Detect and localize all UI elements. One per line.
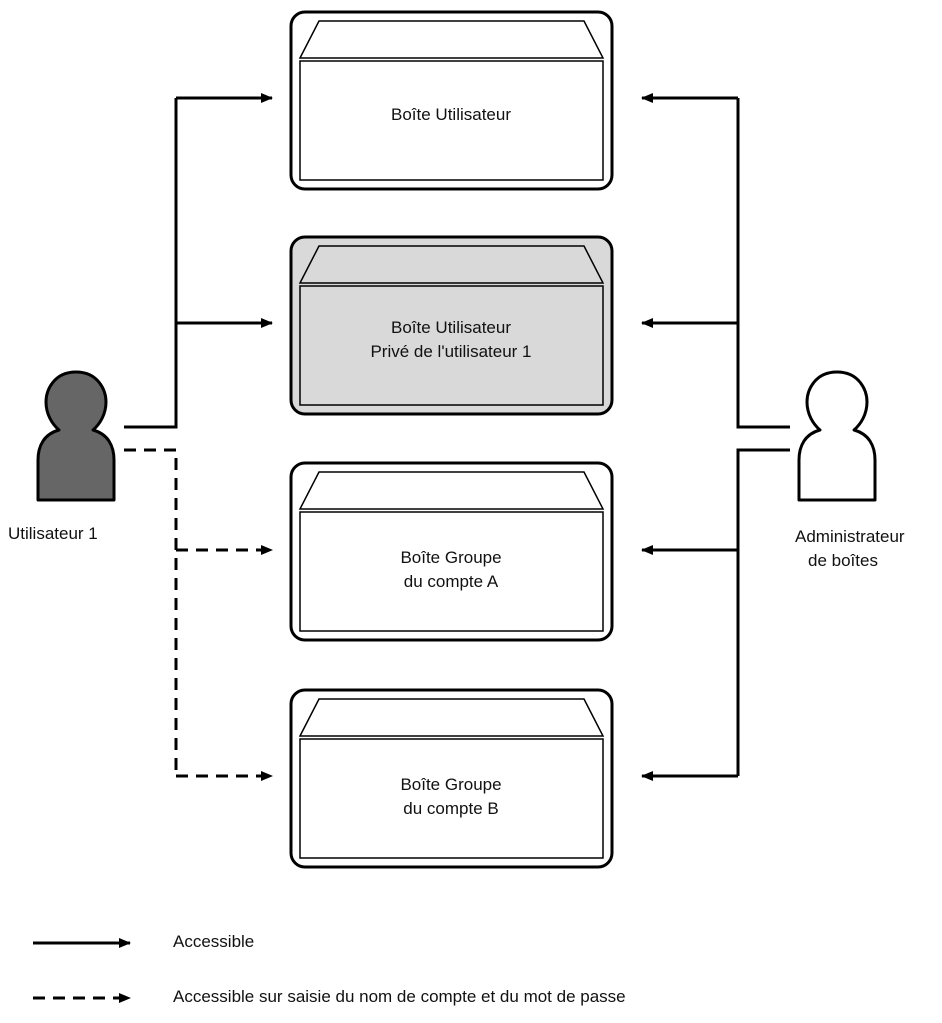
box-private-line2: Privé de l'utilisateur 1 <box>370 342 532 361</box>
private-box-lid <box>298 245 605 284</box>
private-box-front <box>299 285 604 406</box>
box-user-line1: Boîte Utilisateur <box>391 105 511 124</box>
user-filled-icon <box>36 370 116 502</box>
group-b-box-front <box>299 738 604 859</box>
group-a-box <box>289 461 614 642</box>
user-outline-icon-shape <box>797 370 877 502</box>
box-label-group-a: Boîte Groupe du compte A <box>291 546 611 594</box>
user-solid-trunk <box>124 98 178 429</box>
box-group-a-line2: du compte A <box>403 572 499 591</box>
user-1-label: Utilisateur 1 <box>8 524 98 543</box>
user-box-lid <box>298 20 605 59</box>
box-group-b-line2: du compte B <box>403 799 499 818</box>
admin-label-line2: de boîtes <box>808 551 878 570</box>
group-a-box-front <box>299 511 604 632</box>
box-label-user: Boîte Utilisateur <box>291 103 611 127</box>
legend-dashed-label: Accessible sur saisie du nom de compte e… <box>173 987 626 1006</box>
group-b-box <box>289 688 614 869</box>
user-dashed-trunk <box>124 448 178 776</box>
user-box <box>289 10 614 191</box>
group-a-box-lid <box>298 471 605 510</box>
box-private-line1: Boîte Utilisateur <box>391 318 511 337</box>
user-filled-icon-shape <box>36 370 116 502</box>
group-b-box-lid <box>298 698 605 737</box>
private-box <box>289 235 614 416</box>
box-label-private: Boîte Utilisateur Privé de l'utilisateur… <box>291 316 611 364</box>
admin-lower-trunk <box>736 448 790 776</box>
legend-solid-label: Accessible <box>173 932 255 951</box>
user-box-front <box>299 60 604 181</box>
admin-label-line1: Administrateur <box>795 527 905 546</box>
user-outline-icon <box>797 370 877 502</box>
box-label-group-b: Boîte Groupe du compte B <box>291 773 611 821</box>
box-group-b-line1: Boîte Groupe <box>400 775 502 794</box>
admin-upper-trunk <box>736 98 790 429</box>
box-group-a-line1: Boîte Groupe <box>400 548 502 567</box>
